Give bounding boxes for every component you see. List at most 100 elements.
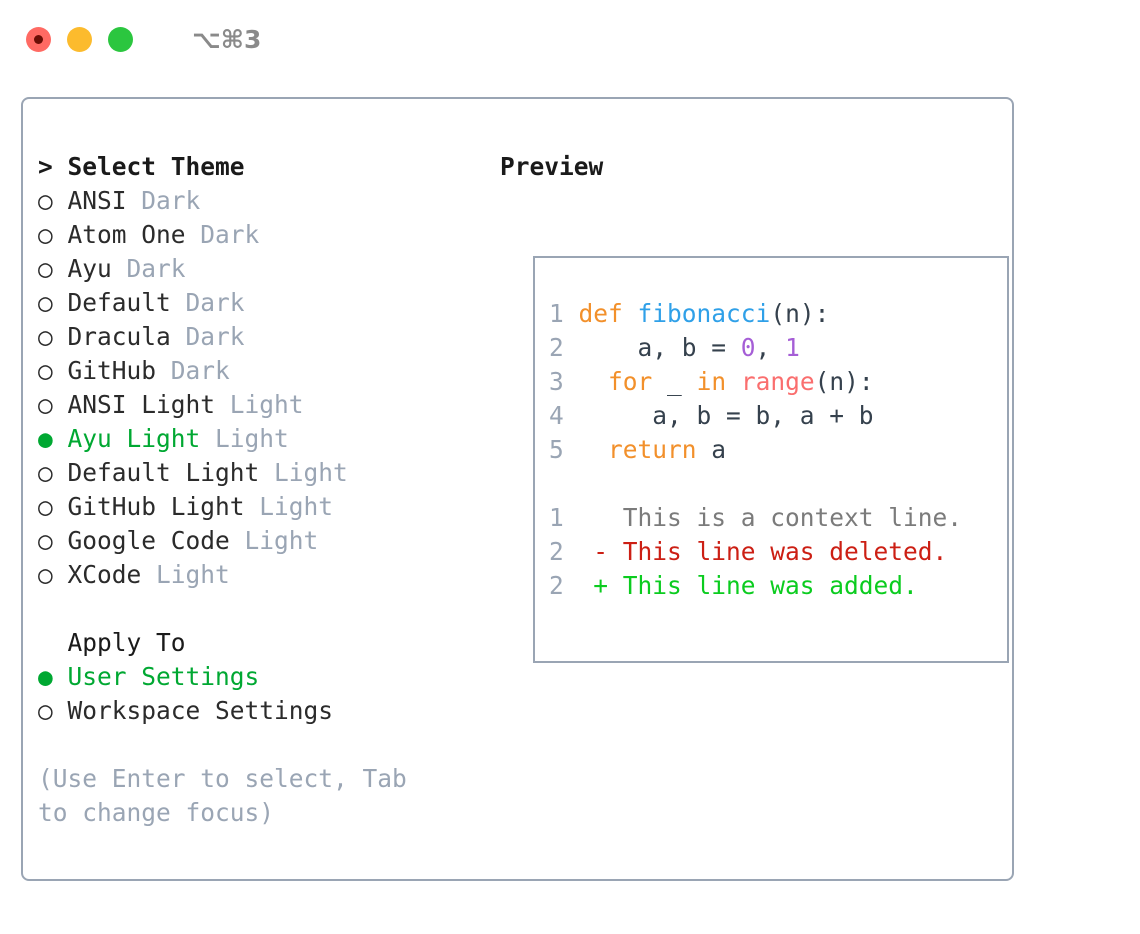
theme-option-label: GitHub (67, 356, 157, 385)
list-spacer (38, 592, 493, 626)
diff-sign: + (593, 571, 609, 600)
radio-unselected-icon: ○ (38, 254, 53, 283)
radio-selected-icon: ● (38, 424, 53, 453)
theme-option-tag: Light (259, 492, 334, 521)
theme-option-tag: Light (244, 526, 319, 555)
theme-option-github-light[interactable]: ○ GitHub Light Light (38, 490, 493, 524)
code-token-fn: fibonacci (637, 299, 771, 328)
diff-line-add: 2 + This line was added. (549, 569, 962, 603)
theme-option-label: Dracula (67, 322, 171, 351)
theme-option-ayu-light[interactable]: ● Ayu Light Light (38, 422, 493, 456)
apply-to-option-list[interactable]: ● User Settings○ Workspace Settings (38, 660, 493, 728)
theme-option-label: ANSI Light (67, 390, 216, 419)
apply-to-option-user-settings[interactable]: ● User Settings (38, 660, 493, 694)
code-token-plain (579, 367, 609, 396)
theme-option-label: Default Light (67, 458, 260, 487)
line-number: 2 (549, 333, 564, 362)
preview-heading: Preview (500, 152, 604, 181)
diff-text: This line was deleted. (608, 537, 948, 566)
theme-option-tag: Light (274, 458, 348, 487)
code-token-plain: (n): (770, 299, 830, 328)
radio-selected-icon: ● (38, 662, 53, 691)
radio-unselected-icon: ○ (38, 560, 53, 589)
radio-unselected-icon: ○ (38, 356, 53, 385)
apply-to-option-label: Workspace Settings (67, 696, 334, 725)
theme-option-label: Atom One (67, 220, 186, 249)
apply-to-heading: Apply To (38, 626, 493, 660)
diff-sign: - (593, 537, 609, 566)
code-blank-line (549, 467, 962, 501)
dialog-card: > Select Theme ○ ANSI Dark○ Atom One Dar… (21, 97, 1014, 881)
code-line: 5 return a (549, 433, 962, 467)
theme-option-ansi-light[interactable]: ○ ANSI Light Light (38, 388, 493, 422)
theme-option-ansi[interactable]: ○ ANSI Dark (38, 184, 493, 218)
close-button[interactable] (26, 26, 51, 52)
apply-to-option-label: User Settings (67, 662, 260, 691)
theme-option-tag: Dark (170, 356, 230, 385)
theme-option-default-light[interactable]: ○ Default Light Light (38, 456, 493, 490)
theme-option-label: GitHub Light (67, 492, 245, 521)
theme-option-xcode[interactable]: ○ XCode Light (38, 558, 493, 592)
theme-option-github[interactable]: ○ GitHub Dark (38, 354, 493, 388)
radio-unselected-icon: ○ (38, 186, 53, 215)
theme-option-tag: Dark (141, 186, 201, 215)
apply-to-title: Apply To (67, 628, 186, 657)
radio-unselected-icon: ○ (38, 526, 53, 555)
theme-option-tag: Dark (126, 254, 186, 283)
theme-option-label: Google Code (67, 526, 230, 555)
theme-option-google-code[interactable]: ○ Google Code Light (38, 524, 493, 558)
hint-spacer (38, 728, 493, 762)
caret-icon: > (38, 152, 53, 181)
radio-unselected-icon: ○ (38, 220, 53, 249)
window-titlebar: ⌥⌘3 (0, 0, 1140, 78)
code-line: 4 a, b = b, a + b (549, 399, 962, 433)
radio-unselected-icon: ○ (38, 696, 53, 725)
radio-unselected-icon: ○ (38, 322, 53, 351)
line-number: 1 (549, 503, 564, 532)
code-token-plain: _ (652, 367, 697, 396)
window-shortcut-label: ⌥⌘3 (192, 24, 262, 54)
preview-panel: Preview 1 def fibonacci(n):2 a, b = 0, 1… (500, 150, 1009, 663)
theme-option-tag: Dark (185, 288, 245, 317)
radio-unselected-icon: ○ (38, 390, 53, 419)
theme-option-label: Default (67, 288, 171, 317)
diff-text: This is a context line. (608, 503, 963, 532)
select-theme-title: Select Theme (67, 152, 245, 181)
theme-option-default[interactable]: ○ Default Dark (38, 286, 493, 320)
theme-option-tag: Dark (200, 220, 260, 249)
code-token-plain: a (696, 435, 727, 464)
theme-option-dracula[interactable]: ○ Dracula Dark (38, 320, 493, 354)
code-line: 2 a, b = 0, 1 (549, 331, 962, 365)
code-token-plain: a, b = (578, 333, 741, 362)
keyboard-hint: (Use Enter to select, Tab to change focu… (38, 764, 422, 827)
theme-option-label: Ayu (67, 254, 112, 283)
minimize-button[interactable] (67, 26, 92, 52)
code-token-plain (579, 435, 609, 464)
theme-option-ayu[interactable]: ○ Ayu Dark (38, 252, 493, 286)
apply-to-option-workspace-settings[interactable]: ○ Workspace Settings (38, 694, 493, 728)
code-token-num: 1 (785, 333, 800, 362)
radio-unselected-icon: ○ (38, 458, 53, 487)
code-line: 1 def fibonacci(n): (549, 297, 962, 331)
line-number: 5 (549, 435, 564, 464)
line-number: 2 (549, 537, 564, 566)
line-number: 2 (549, 571, 564, 600)
theme-option-atom-one[interactable]: ○ Atom One Dark (38, 218, 493, 252)
code-line: 3 for _ in range(n): (549, 365, 962, 399)
line-number: 4 (549, 401, 564, 430)
diff-line-del: 2 - This line was deleted. (549, 535, 962, 569)
diff-text: This line was added. (608, 571, 918, 600)
code-token-kw: def (578, 299, 623, 328)
theme-option-list[interactable]: ○ ANSI Dark○ Atom One Dark○ Ayu Dark○ De… (38, 184, 493, 592)
select-theme-heading: > Select Theme (38, 150, 493, 184)
zoom-button[interactable] (108, 26, 133, 52)
theme-selector-panel: > Select Theme ○ ANSI Dark○ Atom One Dar… (38, 150, 493, 830)
line-number: 1 (549, 299, 564, 328)
code-token-plain: (n): (814, 367, 874, 396)
line-number: 3 (549, 367, 564, 396)
theme-option-label: XCode (67, 560, 142, 589)
code-token-builtin: range (740, 367, 815, 396)
